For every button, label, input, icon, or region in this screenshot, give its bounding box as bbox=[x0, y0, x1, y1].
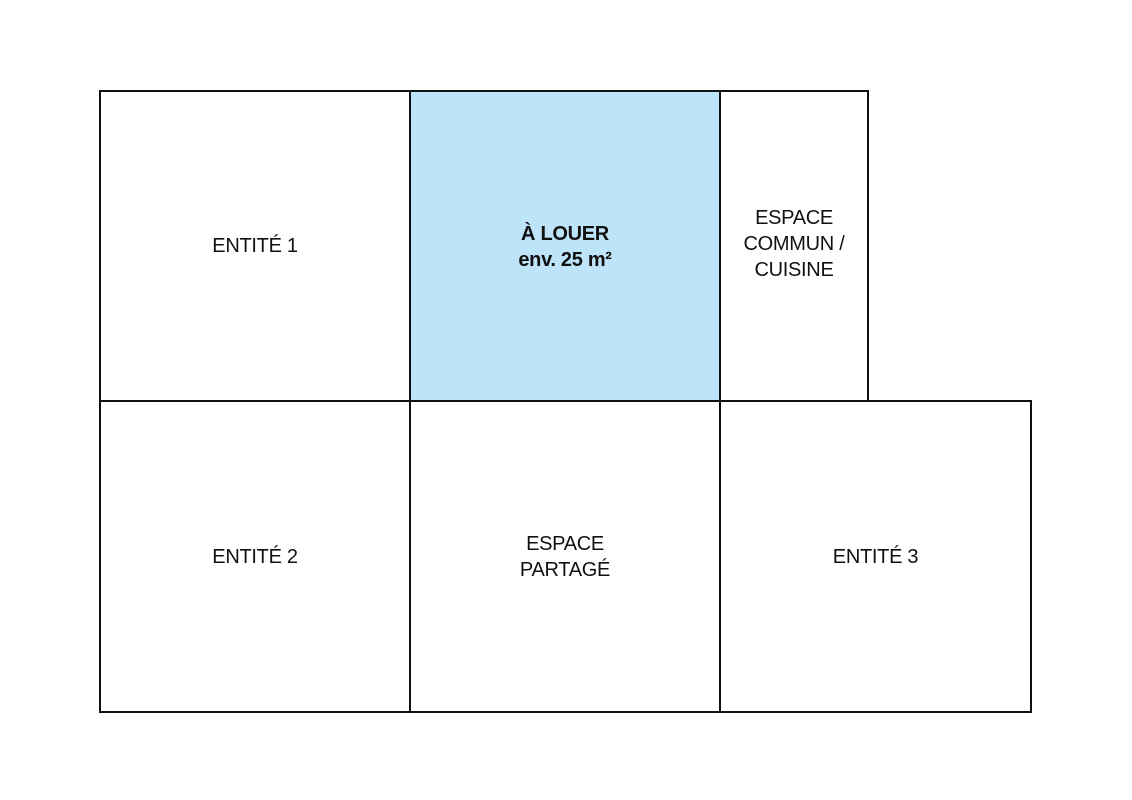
room-espace-partage: ESPACE PARTAGÉ bbox=[409, 400, 721, 713]
room-entite-3: ENTITÉ 3 bbox=[719, 400, 1032, 713]
room-label: ESPACE PARTAGÉ bbox=[520, 531, 610, 583]
room-label-line: ESPACE bbox=[755, 207, 833, 229]
room-label: ENTITÉ 1 bbox=[212, 233, 298, 259]
room-label-line: PARTAGÉ bbox=[519, 558, 611, 581]
room-label: ENTITÉ 2 bbox=[212, 544, 298, 570]
room-label: ESPACE COMMUN / CUISINE bbox=[744, 205, 845, 283]
room-label-line: ENTITÉ 3 bbox=[832, 545, 919, 568]
room-label-line: ENTITÉ 2 bbox=[212, 545, 298, 568]
room-entite-1: ENTITÉ 1 bbox=[99, 90, 411, 402]
room-a-louer: À LOUER env. 25 m² bbox=[409, 90, 721, 402]
room-entite-2: ENTITÉ 2 bbox=[99, 400, 411, 713]
room-label: ENTITÉ 3 bbox=[832, 544, 919, 570]
room-label-line: COMMUN / bbox=[743, 233, 845, 255]
room-label-line: ESPACE bbox=[526, 532, 604, 555]
room-label: À LOUER env. 25 m² bbox=[518, 221, 612, 273]
room-label-line: À LOUER bbox=[521, 223, 609, 245]
room-area-label: env. 25 m² bbox=[518, 249, 612, 271]
room-label-line: CUISINE bbox=[754, 259, 834, 281]
room-label-line: ENTITÉ 1 bbox=[212, 235, 298, 257]
room-espace-commun-cuisine: ESPACE COMMUN / CUISINE bbox=[719, 90, 869, 402]
